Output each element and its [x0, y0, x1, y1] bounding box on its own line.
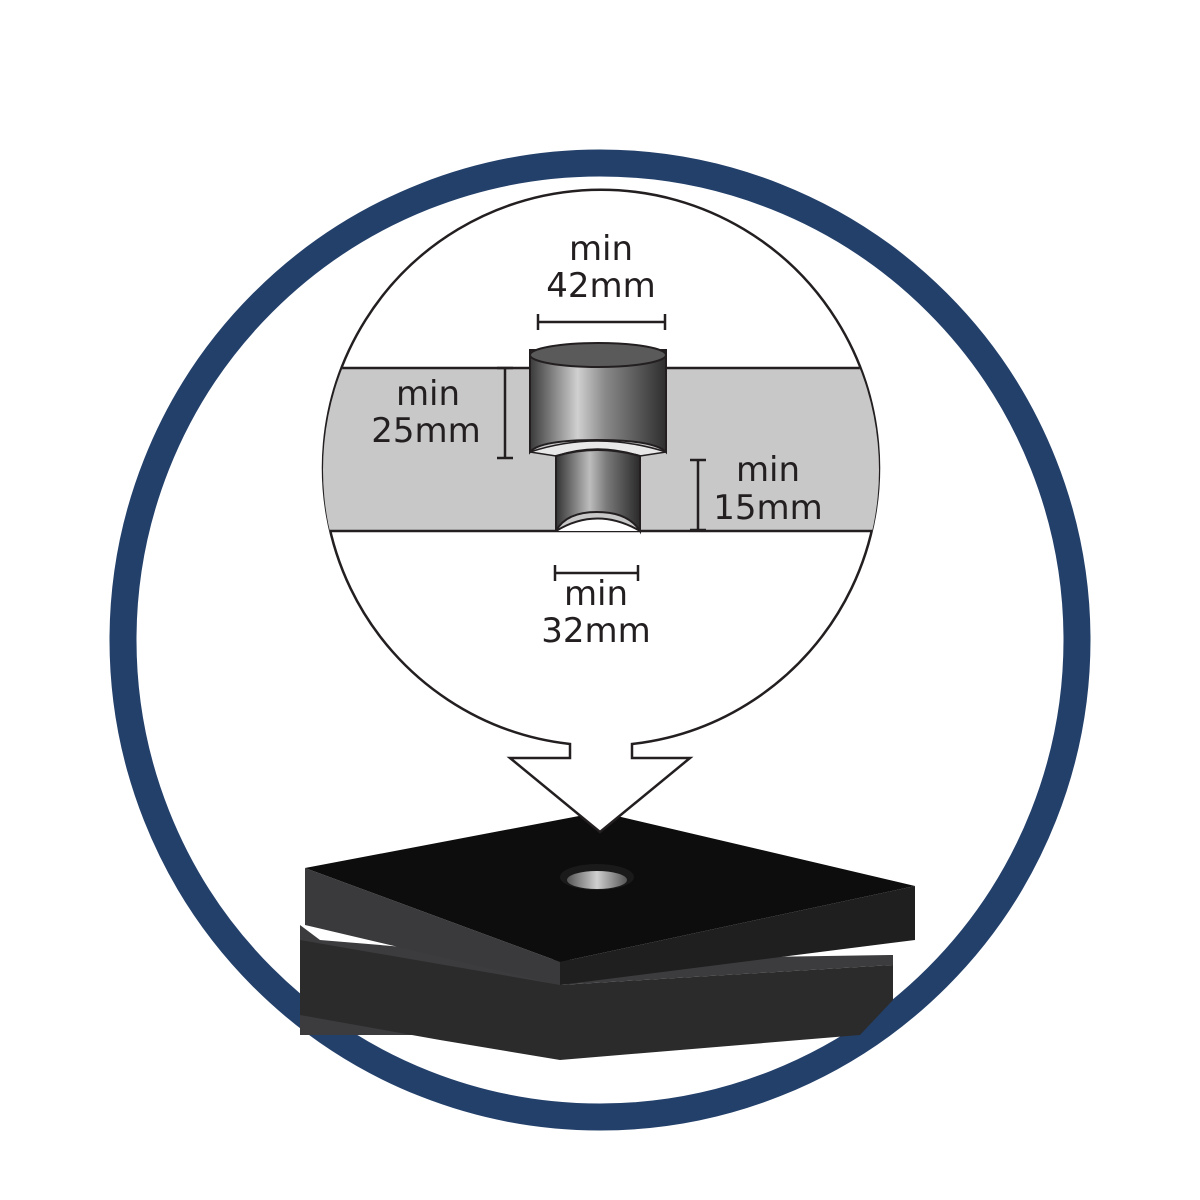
label-top-width: min 42mm [546, 229, 656, 306]
dim-line-counterbore-depth [497, 366, 513, 460]
label-bottom-width-line2: 32mm [541, 611, 651, 651]
dim-line-through-depth [690, 458, 706, 532]
label-counterbore-depth-line1: min [396, 374, 460, 414]
label-bottom-width: min 32mm [541, 574, 651, 651]
label-counterbore-depth-line2: 25mm [371, 411, 481, 451]
label-top-width-line2: 42mm [546, 266, 656, 306]
label-counterbore-depth: min 25mm [371, 374, 481, 451]
through-hole [555, 449, 641, 535]
label-through-depth-line1: min [736, 450, 800, 490]
counterbore-hole [529, 342, 667, 457]
label-through-depth-line2: 15mm [713, 488, 823, 528]
outer-ring [109, 149, 1091, 1131]
mounting-block [300, 812, 915, 1060]
label-through-depth: min 15mm [713, 450, 823, 528]
dim-line-bottom-width [553, 565, 640, 581]
label-bottom-width-line1: min [564, 574, 628, 614]
dim-line-top-width [536, 314, 667, 330]
label-top-width-line1: min [569, 229, 633, 269]
